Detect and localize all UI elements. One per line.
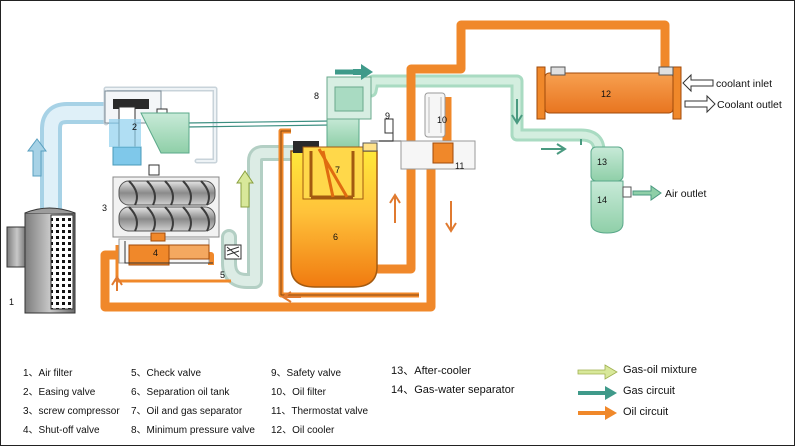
external-labels: coolant inlet Coolant outlet Air outlet	[665, 78, 782, 200]
flow-legend-oil-circuit: Oil circuit	[623, 406, 669, 418]
air-filter	[6, 207, 76, 314]
flow-legend-gas-circuit: Gas circuit	[623, 385, 675, 397]
legend-item-1: 1、Air filter	[23, 368, 73, 379]
number-3: 3	[102, 203, 107, 213]
number-9: 9	[385, 111, 390, 121]
number-2: 2	[132, 122, 137, 132]
shut-off-valve	[118, 232, 213, 266]
number-6: 6	[333, 232, 338, 242]
legend-item-14: 14、Gas-water separator	[391, 384, 515, 396]
flow-legend-arrows	[577, 364, 618, 420]
flow-legend-gas-oil-mixture: Gas-oil mixture	[623, 364, 697, 376]
oil-piping	[100, 20, 670, 312]
number-10: 10	[437, 115, 447, 125]
safety-valve	[379, 118, 394, 142]
number-13: 13	[597, 157, 607, 167]
oil-filter	[424, 92, 446, 138]
oil-gas-separator	[293, 116, 378, 200]
number-1: 1	[9, 297, 14, 307]
legend-item-5: 5、Check valve	[131, 368, 202, 379]
legend-item-10: 10、Oil filter	[271, 387, 327, 398]
flow-arrows	[27, 64, 716, 303]
gas-water-separator	[590, 180, 632, 234]
legend-item-13: 13、After-cooler	[391, 365, 472, 377]
legend-item-9: 9、Safety valve	[271, 368, 342, 379]
legend-item-3: 3、screw compressor	[23, 406, 120, 417]
number-8: 8	[314, 91, 319, 101]
number-11: 11	[455, 161, 464, 171]
coolant-outlet-label: Coolant outlet	[717, 99, 782, 111]
check-valve	[224, 244, 242, 260]
legend-item-4: 4、Shut-off valve	[23, 425, 100, 436]
number-14: 14	[597, 195, 607, 205]
number-12: 12	[601, 89, 611, 99]
coolant-inlet-label: coolant inlet	[716, 78, 772, 90]
air-outlet-label: Air outlet	[665, 188, 707, 200]
oil-cooler	[536, 66, 682, 120]
component-numbers: 1 2 3 4 5 6 7 8 9 10 11 12 13 14	[9, 89, 611, 307]
easing-valve	[104, 90, 190, 176]
legend-item-6: 6、Separation oil tank	[131, 387, 230, 398]
thermostat-valve	[400, 140, 476, 170]
number-5: 5	[220, 270, 225, 280]
number-7: 7	[335, 165, 340, 175]
minimum-pressure-valve	[326, 76, 372, 120]
legend-item-2: 2、Easing valve	[23, 387, 96, 398]
screw-compressor	[112, 176, 220, 238]
number-4: 4	[153, 248, 158, 258]
legend-item-8: 8、Minimum pressure valve	[131, 425, 255, 436]
legend-item-11: 11、Thermostat valve	[271, 406, 369, 417]
legend-item-7: 7、Oil and gas separator	[131, 406, 243, 417]
legend-item-12: 12、Oil cooler	[271, 425, 335, 436]
